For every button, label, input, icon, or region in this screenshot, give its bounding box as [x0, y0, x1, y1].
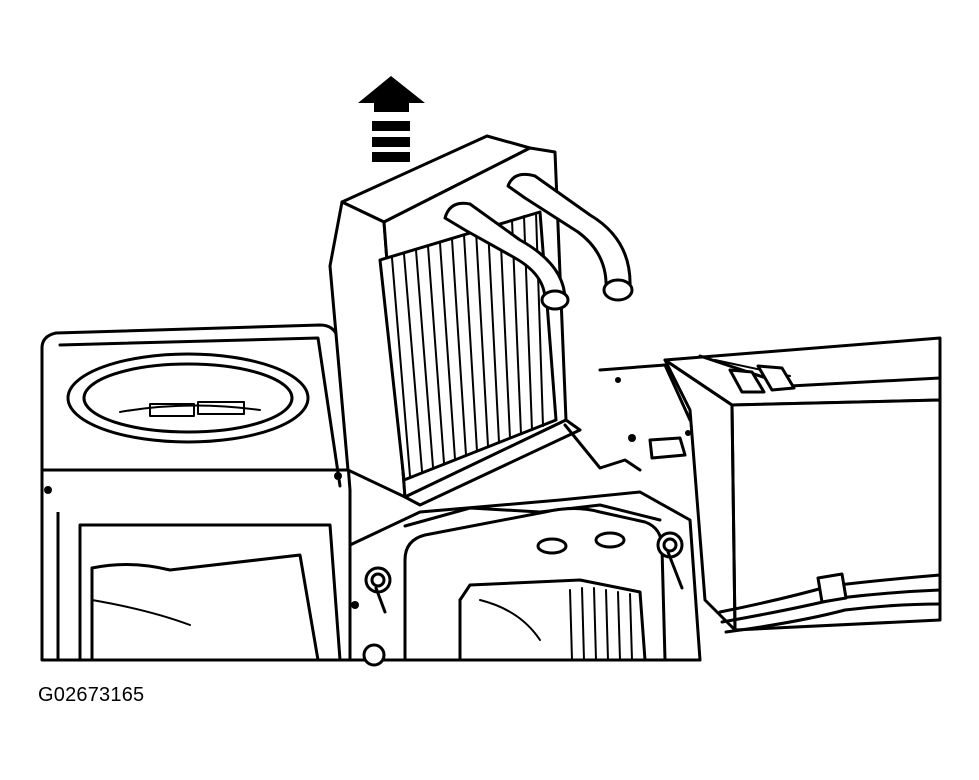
figure-id-label: G02673165 — [38, 684, 145, 706]
heater-case-center — [348, 363, 702, 667]
heater-case-right — [663, 336, 942, 634]
heater-case-left — [40, 323, 352, 662]
up-arrow-icon — [358, 76, 425, 162]
heater-core — [328, 134, 634, 507]
